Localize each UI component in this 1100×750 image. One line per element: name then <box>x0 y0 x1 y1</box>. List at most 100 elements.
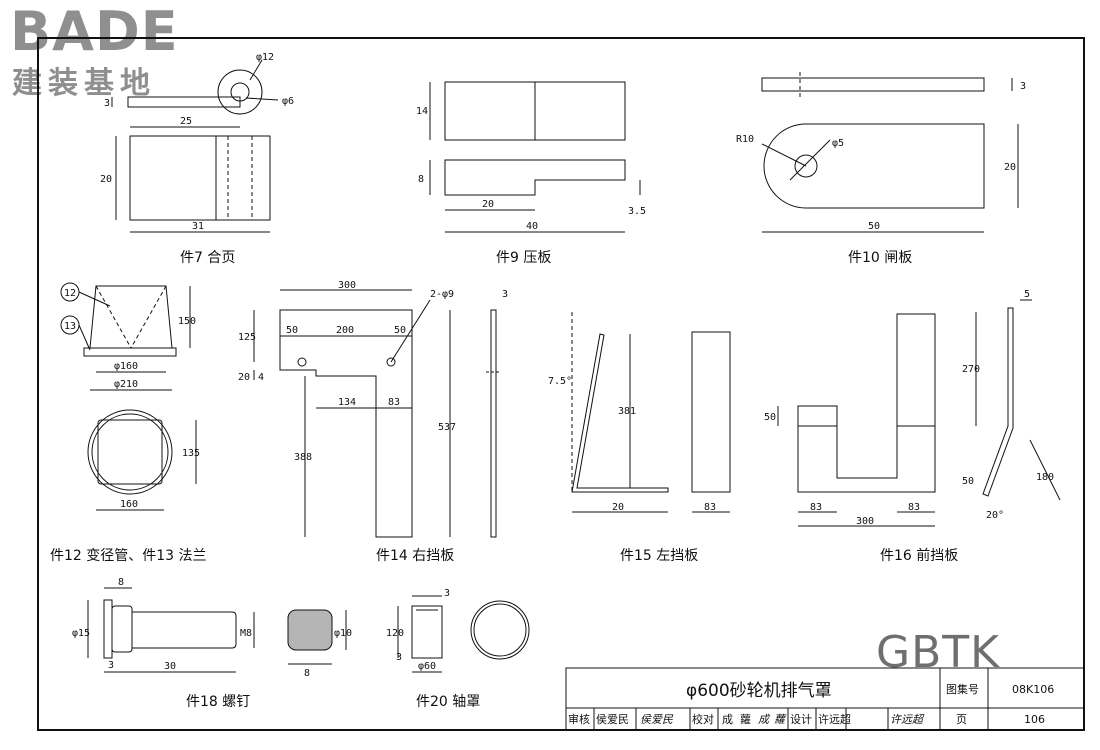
p18-dim-8: 8 <box>118 577 124 588</box>
p20-caption: 件20 轴罩 <box>416 694 480 710</box>
p14-dim-300: 300 <box>338 280 356 291</box>
p9-caption: 件9 压板 <box>496 250 551 266</box>
p12-dim-phi210: φ210 <box>114 379 138 390</box>
tb-designer: 许远超 <box>818 712 851 726</box>
p9-dim-3-5: 3.5 <box>628 206 646 217</box>
tb-reviewer: 侯爱民 <box>596 712 629 726</box>
p14-dim-20: 20 <box>238 372 250 383</box>
p20-dim-3a: 3 <box>444 588 450 599</box>
title-block-row-dividers <box>593 708 889 730</box>
p18-dim-3: 3 <box>108 660 114 671</box>
p9-dim-14: 14 <box>416 106 428 117</box>
p16-dim-83a: 83 <box>810 502 822 513</box>
p14-dim-2-phi9: 2-φ9 <box>430 289 454 300</box>
p15-dim-20: 20 <box>612 502 624 513</box>
p18-caption: 件18 螺钉 <box>186 694 250 710</box>
p18-dim-8b: 8 <box>304 668 310 679</box>
p12-dim-150: 150 <box>178 316 196 327</box>
tb-check-label: 校对 <box>692 712 714 726</box>
part-9-pressing-plate <box>429 81 641 233</box>
p9-dim-8: 8 <box>418 174 424 185</box>
tb-designer-signature: 许远超 <box>890 713 925 726</box>
part-10-gate-plate <box>761 72 1019 233</box>
part-18-screw <box>87 587 347 673</box>
p14-caption: 件14 右挡板 <box>376 548 454 564</box>
part-12-13-reducer-flange <box>60 282 197 511</box>
part-7-hinge <box>111 59 279 233</box>
p10-dim-50: 50 <box>868 221 880 232</box>
watermark: GBTK <box>876 627 1001 678</box>
p14-dim-50a: 50 <box>286 325 298 336</box>
p7-caption: 件7 合页 <box>180 250 235 266</box>
part-16-front-baffle <box>777 299 1061 527</box>
p16-dim-270: 270 <box>962 364 980 375</box>
atlas-number: 08K106 <box>1012 683 1054 696</box>
p16-dim-83b: 83 <box>908 502 920 513</box>
p14-dim-134: 134 <box>338 397 356 408</box>
p15-dim-381: 381 <box>618 406 636 417</box>
p9-dim-40: 40 <box>526 221 538 232</box>
p15-caption: 件15 左挡板 <box>620 548 698 564</box>
p20-dim-3b: 3 <box>396 652 402 663</box>
tb-checker-a: 成 <box>722 713 733 726</box>
p14-dim-388: 388 <box>294 452 312 463</box>
p14-dim-125: 125 <box>238 332 256 343</box>
p18-dim-phi15: φ15 <box>72 628 90 639</box>
p12-caption: 件12 变径管、件13 法兰 <box>50 548 207 564</box>
p14-dim-3: 3 <box>502 289 508 300</box>
p10-dim-R10: R10 <box>736 134 754 145</box>
p9-dim-20: 20 <box>482 199 494 210</box>
p7-dim-25: 25 <box>180 116 192 127</box>
p7-dim-3: 3 <box>104 98 110 109</box>
atlas-number-label: 图集号 <box>946 682 979 696</box>
part-20-shaft-cover <box>397 595 530 673</box>
p16-dim-20deg: 20° <box>986 510 1004 521</box>
p16-caption: 件16 前挡板 <box>880 547 958 564</box>
p10-dim-phi5: φ5 <box>832 138 844 149</box>
tb-design-label: 设计 <box>790 713 812 726</box>
title-block <box>565 667 1085 731</box>
p7-dim-phi12: φ12 <box>256 52 274 63</box>
p16-dim-50b: 50 <box>962 476 974 487</box>
drawing-title: φ600砂轮机排气罩 <box>686 681 832 701</box>
page-number: 106 <box>1024 713 1045 726</box>
p14-dim-83: 83 <box>388 397 400 408</box>
p7-dim-phi6: φ6 <box>282 96 294 107</box>
p14-dim-50b: 50 <box>394 325 406 336</box>
p18-dim-30: 30 <box>164 661 176 672</box>
p15-dim-83: 83 <box>704 502 716 513</box>
p7-dim-20: 20 <box>100 174 112 185</box>
p14-dim-4: 4 <box>258 372 264 383</box>
p7-dim-31: 31 <box>192 221 204 232</box>
p14-dim-537: 537 <box>438 422 456 433</box>
p18-dim-phi10: φ10 <box>334 628 352 639</box>
part-14-right-baffle <box>253 289 500 538</box>
p12-balloon-12: 12 <box>64 288 76 299</box>
tb-checker-sig-b: 蘿 <box>774 713 787 726</box>
p20-dim-120: 120 <box>386 628 404 639</box>
tb-reviewer-signature: 侯爱民 <box>640 713 674 726</box>
p12-dim-160: 160 <box>120 499 138 510</box>
p20-dim-phi60: φ60 <box>418 661 436 672</box>
p12-balloon-13: 13 <box>64 321 76 332</box>
p10-dim-20: 20 <box>1004 162 1016 173</box>
p10-caption: 件10 闸板 <box>848 250 912 266</box>
p12-dim-phi160: φ160 <box>114 361 138 372</box>
brand-logo-subtitle: 建装基地 <box>12 66 156 101</box>
tb-page-label: 页 <box>956 713 967 726</box>
p16-dim-180: 180 <box>1036 472 1054 483</box>
p16-dim-50: 50 <box>764 412 776 423</box>
sheet-border <box>37 37 1085 731</box>
part-15-left-baffle <box>571 312 731 513</box>
p16-dim-5: 5 <box>1024 289 1030 300</box>
p16-dim-300: 300 <box>856 516 874 527</box>
p15-dim-7-5deg: 7.5° <box>548 376 572 387</box>
tb-review-label: 审核 <box>568 712 590 726</box>
tb-checker-b: 蘿 <box>740 713 751 726</box>
p18-dim-M8: M8 <box>240 628 252 639</box>
p12-dim-135: 135 <box>182 448 200 459</box>
p14-dim-200: 200 <box>336 325 354 336</box>
p10-dim-3: 3 <box>1020 81 1026 92</box>
tb-checker-sig-a: 成 <box>758 713 771 726</box>
